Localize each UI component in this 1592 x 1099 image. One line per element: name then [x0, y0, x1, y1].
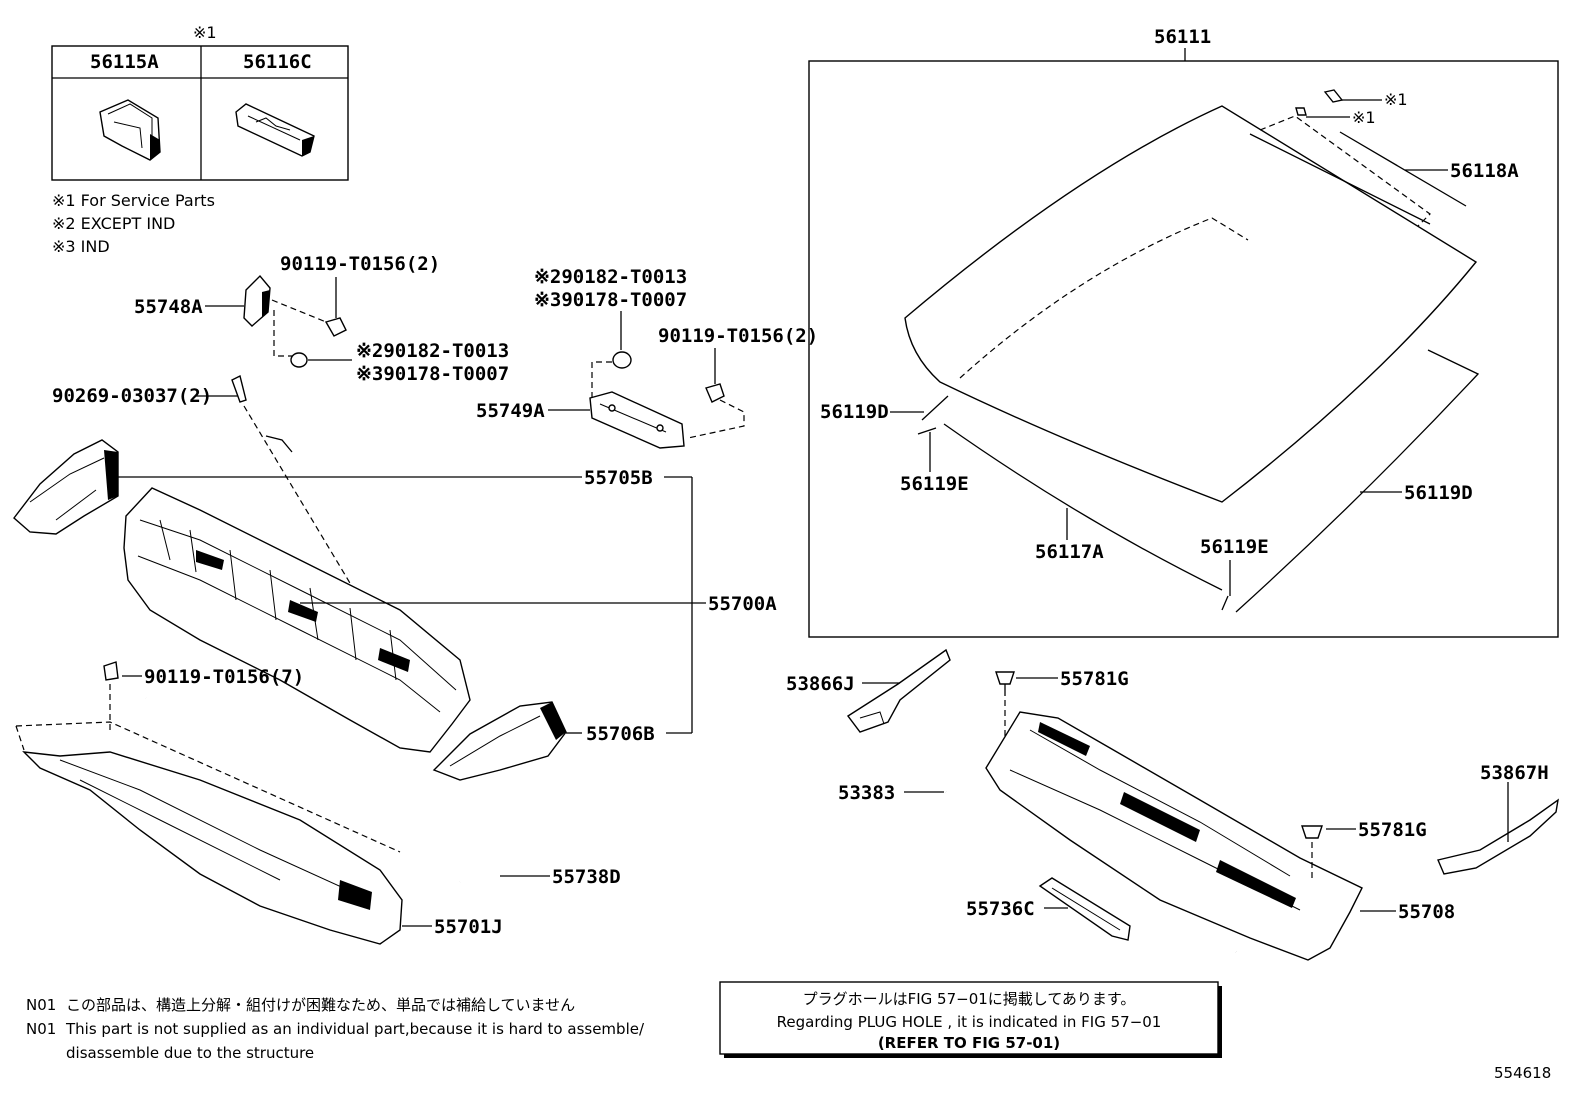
label-55781G-bottom: 55781G	[1358, 819, 1427, 841]
label-90178-mid: ※390178-T0007	[534, 289, 687, 311]
windshield-group: 56111 ※1 ※1 56118A 56117A 56119D 56119E	[808, 26, 1559, 638]
bracket-55749A-group: ※290182-T0013 ※390178-T0007 90119-T0156(…	[476, 266, 818, 449]
label-56119D-right: 56119D	[1404, 482, 1473, 504]
label-56118A: 56118A	[1450, 160, 1519, 182]
clip-56115A-drawing	[99, 99, 161, 161]
cowl-panel-group: 55705B 55700A 55706B	[13, 439, 777, 781]
label-90178-left: ※390178-T0007	[356, 363, 509, 385]
label-56119E-bottom: 56119E	[1200, 536, 1269, 558]
label-55708: 55708	[1398, 901, 1455, 923]
plug-hole-refer: (REFER TO FIG 57-01)	[878, 1034, 1060, 1052]
label-90119-mid: 90119-T0156(2)	[658, 325, 818, 347]
part-53866J	[846, 648, 951, 733]
windshield-glass	[904, 105, 1478, 503]
bracket-55748A-group: 55748A 90119-T0156(2) ※290182-T0013 ※390…	[134, 253, 509, 385]
label-55701J: 55701J	[434, 916, 503, 938]
clip-56116C-drawing	[235, 103, 315, 157]
label-55705B: 55705B	[584, 467, 653, 489]
part-55736C	[1038, 877, 1131, 941]
marker-service-2: ※1	[1352, 108, 1376, 127]
table-header-56115A: 56115A	[90, 51, 159, 73]
label-55748A: 55748A	[134, 296, 203, 318]
plug-hole-jp: プラグホールはFIG 57−01に掲載してあります。	[803, 990, 1136, 1008]
cowl-panel-55700A	[123, 487, 471, 753]
marker-service-1: ※1	[1384, 90, 1408, 109]
note-service-parts: ※1 For Service Parts	[52, 191, 215, 210]
label-55749A: 55749A	[476, 400, 545, 422]
label-55736C: 55736C	[966, 898, 1035, 920]
panel-55701J	[22, 751, 403, 945]
bracket-55705B	[13, 439, 119, 535]
footnote-jp-code: N01	[26, 996, 56, 1014]
footnote-en-line1: This part is not supplied as an individu…	[65, 1020, 645, 1038]
label-56117A: 56117A	[1035, 541, 1104, 563]
note-ind: ※3 IND	[52, 237, 110, 256]
table-header-56116C: 56116C	[243, 51, 312, 73]
service-table-marker: ※1	[193, 23, 217, 42]
label-53383: 53383	[838, 782, 895, 804]
plug-hole-note: プラグホールはFIG 57−01に掲載してあります。 Regarding PLU…	[719, 981, 1222, 1058]
figure-number: 554618	[1494, 1064, 1551, 1082]
footnotes: N01 この部品は、構造上分解・組付けが困難なため、単品では補給していません N…	[26, 996, 645, 1062]
plug-hole-en: Regarding PLUG HOLE , it is indicated in…	[777, 1013, 1162, 1031]
label-53866J: 53866J	[786, 673, 855, 695]
footnote-en-line2: disassemble due to the structure	[66, 1044, 314, 1062]
footnote-en-code: N01	[26, 1020, 56, 1038]
louver-55708	[985, 711, 1363, 961]
label-56119E-left: 56119E	[900, 473, 969, 495]
label-55781G-top: 55781G	[1060, 668, 1129, 690]
label-55738D: 55738D	[552, 866, 621, 888]
label-90182-mid: ※290182-T0013	[534, 266, 687, 288]
clip-90269-group: 90269-03037(2)	[52, 374, 397, 661]
footnote-jp-text: この部品は、構造上分解・組付けが困難なため、単品では補給していません	[66, 996, 575, 1014]
note-except-ind: ※2 EXCEPT IND	[52, 214, 175, 233]
label-53867H: 53867H	[1480, 762, 1549, 784]
lower-left-group: 90119-T0156(7) 55701J 55738D	[15, 661, 621, 945]
part-53867H	[1437, 798, 1559, 875]
label-90182-left: ※290182-T0013	[356, 340, 509, 362]
label-90119-bottom: 90119-T0156(7)	[144, 666, 304, 688]
label-55700A: 55700A	[708, 593, 777, 615]
label-56111: 56111	[1154, 26, 1211, 48]
lower-right-group: 53866J 55781G 55708 53383 55781G 53867H	[786, 648, 1559, 961]
label-90119-top: 90119-T0156(2)	[280, 253, 440, 275]
service-parts-table: ※1 56115A 56116C ※1 For Service Parts ※2…	[51, 23, 349, 256]
label-90269: 90269-03037(2)	[52, 385, 212, 407]
label-56119D-left: 56119D	[820, 401, 889, 423]
label-55706B: 55706B	[586, 723, 655, 745]
